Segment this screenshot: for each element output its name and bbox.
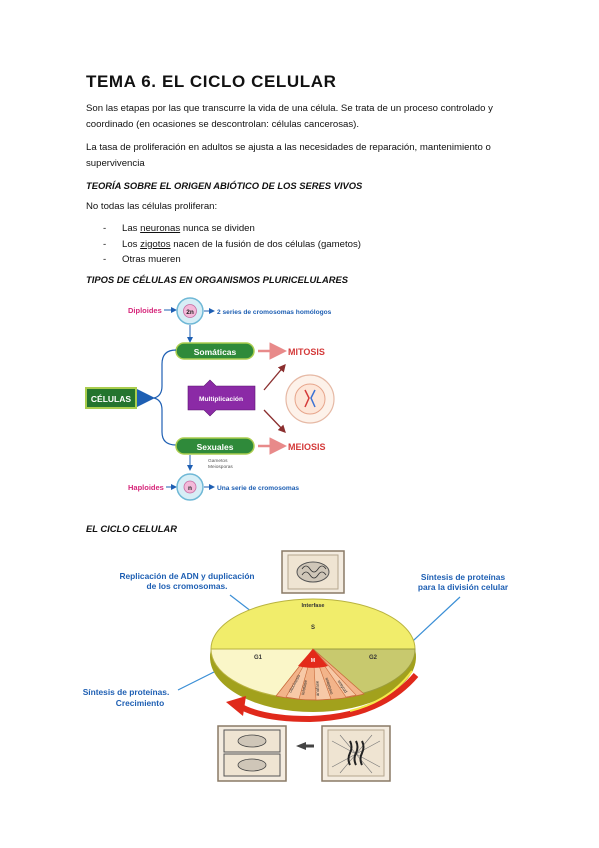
sexuales-label: Sexuales [197, 442, 234, 452]
mitosis-label: MITOSIS [288, 347, 325, 357]
sintesis-division-text-2: para la división celular [418, 582, 509, 592]
two-series-label: 2 series de cromosomas homólogos [217, 309, 332, 316]
list-item: Las neuronas nunca se dividen [103, 221, 361, 237]
gametos-label: Gametos [208, 458, 228, 464]
haploid-n-label: n [188, 485, 192, 492]
list-item: Otras mueren [103, 252, 361, 268]
phase-m-label: M [311, 658, 315, 664]
list-item: Los zigotos nacen de la fusión de dos cé… [103, 237, 361, 253]
meiosis-label: MEIOSIS [288, 442, 326, 452]
celulas-box [85, 387, 137, 409]
arrow-left-icon [296, 742, 306, 750]
meiosporas-label: Meiosporas [208, 464, 233, 470]
celulas-label: CÉLULAS [91, 394, 131, 404]
haploides-label: Haploides [128, 483, 164, 492]
proliferation-list: Las neuronas nunca se dividen Los zigoto… [103, 221, 361, 268]
somaticas-label: Somáticas [194, 347, 237, 357]
somaticas-pill [175, 342, 255, 360]
replicacion-text-2: de los cromosomas. [147, 581, 228, 591]
sexuales-pill [175, 437, 255, 455]
phase-m-core [298, 649, 328, 668]
one-series-label: Una serie de cromosomas [217, 485, 299, 492]
sintesis-crecimiento-text-2: Crecimiento [116, 698, 164, 708]
fase-metafase: metafase [324, 676, 334, 695]
section-heading-origen: TEORÍA SOBRE EL ORIGEN ABIÓTICO DE LOS S… [86, 180, 363, 191]
phase-s-sector [210, 598, 416, 650]
multiplicacion-label: Multiplicación [199, 396, 243, 403]
phase-s-label: S [311, 625, 315, 631]
section-lead: No todas las células proliferan: [86, 201, 218, 212]
diploid-2n-label: 2n [186, 309, 194, 316]
intro-paragraph-2: La tasa de proliferación en adultos se a… [86, 142, 491, 169]
multiplicacion-box [187, 379, 256, 417]
cell-types-diagram: Diploides 2n 2 series de cromosomas homó… [85, 297, 335, 501]
phase-g1-label: G1 [254, 655, 263, 661]
page-title: TEMA 6. EL CICLO CELULAR [86, 72, 337, 91]
replicacion-text-1: Replicación de ADN y duplicación [119, 571, 254, 581]
fase-telofase: telofase [300, 679, 308, 695]
section-heading-ciclo: EL CICLO CELULAR [86, 523, 177, 534]
diploides-label: Diploides [128, 306, 162, 315]
fase-anafase: anafase [314, 680, 320, 696]
section-heading-tipos: TIPOS DE CÉLULAS EN ORGANISMOS PLURICELU… [86, 274, 348, 285]
sintesis-crecimiento-text-1: Síntesis de proteínas. [83, 687, 170, 697]
phase-g2-label: G2 [369, 655, 378, 661]
interfase-label: Interfase [302, 603, 325, 609]
intro-paragraph-1: Son las etapas por las que transcurre la… [86, 103, 493, 130]
cycle-red-arrow [236, 673, 419, 723]
cell-cycle-diagram: Replicación de ADN y duplicación de los … [83, 550, 509, 782]
sintesis-division-text-1: Síntesis de proteínas [421, 572, 506, 582]
